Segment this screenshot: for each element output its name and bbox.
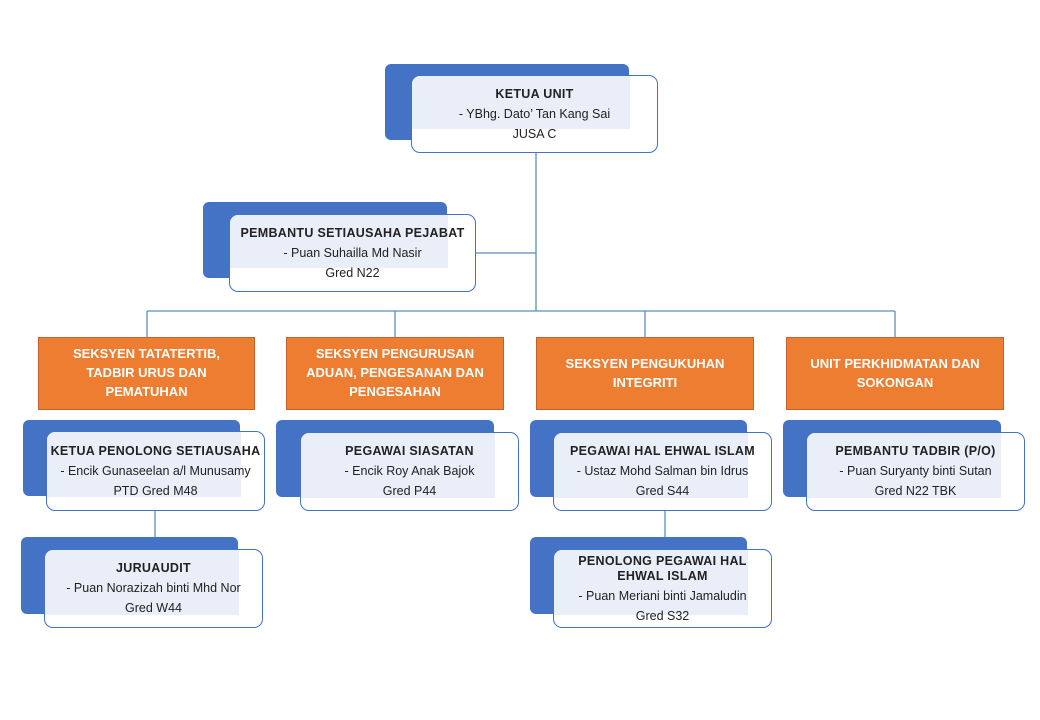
head-name: - YBhg. Dato’ Tan Kang Sai (458, 106, 611, 121)
staff-title: PENOLONG PEGAWAI HAL EHWAL ISLAM (578, 553, 747, 583)
staff-name: - Puan Suryanty binti Sutan (839, 464, 992, 478)
staff-card-1-1: KETUA PENOLONG SETIAUSAHA - Encik Gunase… (46, 431, 265, 511)
secretary-grade: Gred N22 (325, 265, 380, 280)
section-title-2: SEKSYEN PENGURUSAN ADUAN, PENGESANAN DAN… (306, 346, 484, 399)
staff-card-2-1: PEGAWAI SIASATAN - Encik Roy Anak Bajok … (300, 432, 519, 511)
secretary-title: PEMBANTU SETIAUSAHA PEJABAT (240, 225, 465, 240)
staff-name: - Encik Gunaseelan a/l Munusamy (60, 463, 251, 478)
staff-title: PEGAWAI SIASATAN (345, 444, 474, 458)
staff-card-1-2: JURUAUDIT - Puan Norazizah binti Mhd Nor… (44, 549, 263, 628)
section-title-4: UNIT PERKHIDMATAN DAN SOKONGAN (810, 355, 980, 390)
staff-grade: Gred S44 (635, 484, 690, 498)
staff-title: PEMBANTU TADBIR (P/O) (835, 444, 996, 458)
staff-grade: PTD Gred M48 (113, 483, 198, 498)
section-title-1: SEKSYEN TATATERTIB, TADBIR URUS DAN PEMA… (72, 346, 221, 399)
staff-title: KETUA PENOLONG SETIAUSAHA (50, 443, 261, 458)
staff-name: - Ustaz Mohd Salman bin Idrus (576, 464, 749, 478)
secretary-card: PEMBANTU SETIAUSAHA PEJABAT - Puan Suhai… (229, 214, 476, 292)
secretary-name: - Puan Suhailla Md Nasir (283, 245, 422, 260)
staff-grade: Gred P44 (382, 484, 437, 498)
staff-name: - Encik Roy Anak Bajok (344, 464, 475, 478)
staff-title: PEGAWAI HAL EHWAL ISLAM (570, 444, 755, 458)
staff-name: - Puan Meriani binti Jamaludin (578, 588, 747, 603)
staff-card-4-1: PEMBANTU TADBIR (P/O) - Puan Suryanty bi… (806, 432, 1025, 511)
staff-grade: Gred N22 TBK (874, 484, 957, 498)
staff-title: JURUAUDIT (116, 561, 191, 575)
section-header-1: SEKSYEN TATATERTIB, TADBIR URUS DAN PEMA… (38, 337, 255, 410)
staff-card-3-2: PENOLONG PEGAWAI HAL EHWAL ISLAM - Puan … (553, 549, 772, 628)
staff-grade: Gred S32 (635, 608, 690, 623)
section-header-2: SEKSYEN PENGURUSAN ADUAN, PENGESANAN DAN… (286, 337, 504, 410)
section-title-3: SEKSYEN PENGUKUHAN INTEGRITI (565, 355, 725, 390)
head-title: KETUA UNIT (495, 86, 574, 101)
head-grade: JUSA C (512, 126, 557, 141)
section-header-4: UNIT PERKHIDMATAN DAN SOKONGAN (786, 337, 1004, 410)
staff-card-3-1: PEGAWAI HAL EHWAL ISLAM - Ustaz Mohd Sal… (553, 432, 772, 511)
head-card: KETUA UNIT - YBhg. Dato’ Tan Kang Sai JU… (411, 75, 658, 153)
staff-name: - Puan Norazizah binti Mhd Nor (66, 581, 241, 595)
staff-grade: Gred W44 (125, 601, 182, 615)
section-header-3: SEKSYEN PENGUKUHAN INTEGRITI (536, 337, 754, 410)
